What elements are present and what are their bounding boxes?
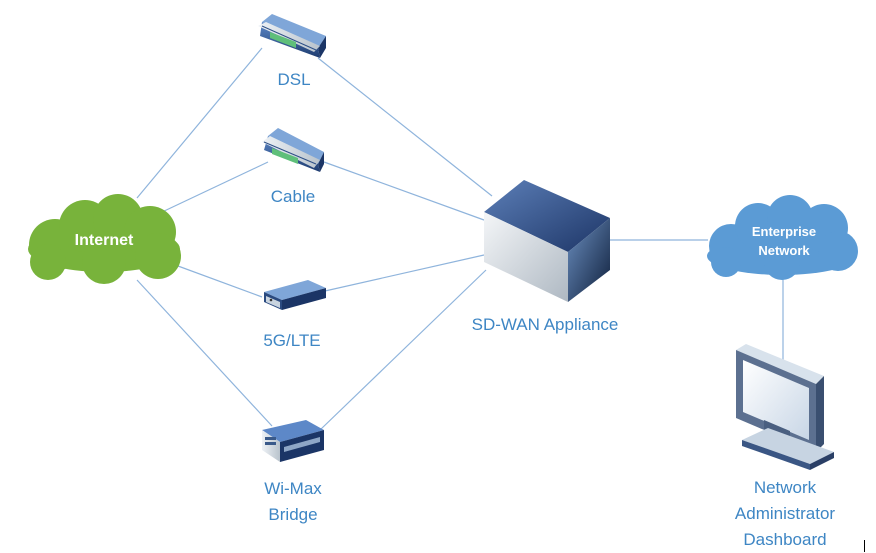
link-wimax-sdwan bbox=[319, 269, 487, 431]
internet-label: Internet bbox=[74, 232, 134, 249]
wimax-label: Wi-Max Bridge bbox=[264, 479, 322, 524]
connection-lines bbox=[136, 47, 784, 431]
dashboard-monitor-icon bbox=[736, 344, 834, 470]
link-lte-sdwan bbox=[324, 254, 485, 292]
link-dsl-sdwan bbox=[317, 57, 493, 197]
link-internet-lte bbox=[177, 265, 263, 298]
cable-modem-icon bbox=[262, 128, 324, 172]
dashboard-label: Network Administrator Dashboard bbox=[734, 478, 836, 549]
text-cursor bbox=[864, 540, 865, 552]
link-internet-wimax bbox=[136, 279, 273, 427]
cable-label: Cable bbox=[270, 187, 316, 206]
enterprise-network-label: Enterprise Network bbox=[751, 224, 817, 258]
wimax-bridge-icon bbox=[262, 420, 324, 462]
dsl-modem-icon bbox=[258, 14, 326, 58]
dsl-label: DSL bbox=[277, 70, 311, 89]
internet-cloud-icon bbox=[28, 194, 181, 284]
lte-label: 5G/LTE bbox=[263, 331, 321, 350]
sdwan-label: SD-WAN Appliance bbox=[471, 315, 619, 334]
enterprise-cloud-icon bbox=[707, 195, 858, 280]
sdwan-appliance-icon bbox=[484, 180, 610, 302]
link-internet-dsl bbox=[136, 47, 263, 199]
link-cable-sdwan bbox=[323, 161, 485, 221]
link-internet-cable bbox=[159, 161, 269, 214]
lte-router-icon bbox=[264, 280, 326, 310]
